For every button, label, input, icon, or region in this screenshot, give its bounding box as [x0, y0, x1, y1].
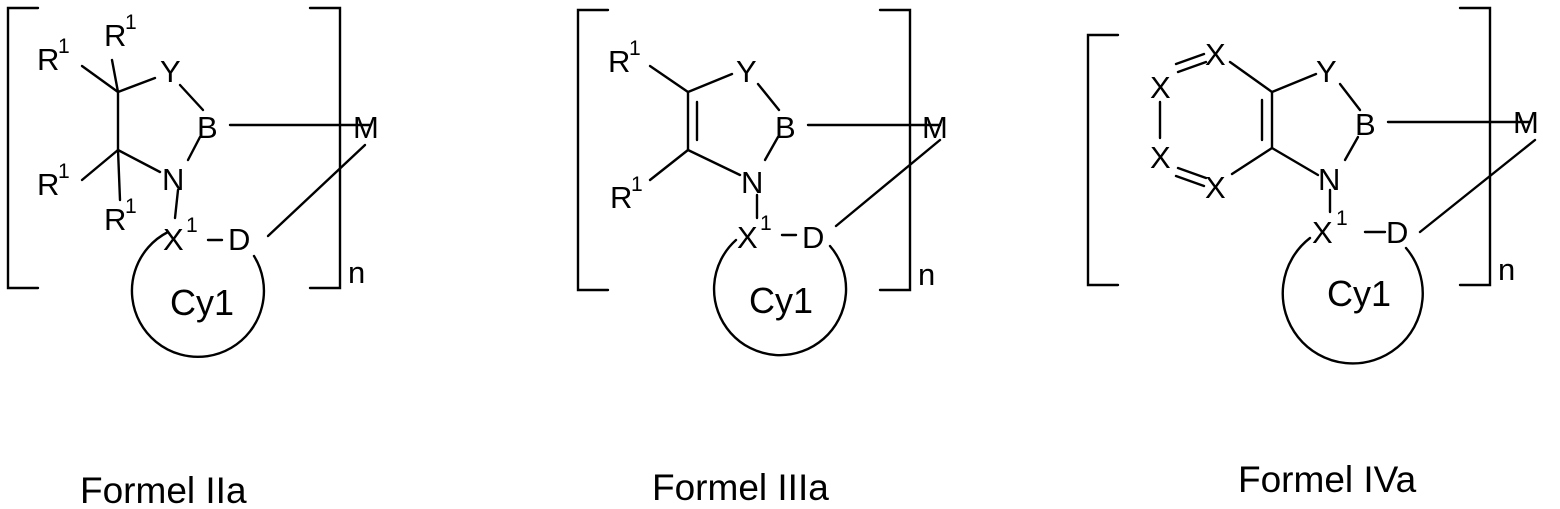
bond — [180, 85, 203, 110]
substituent-sup: 1 — [125, 11, 137, 34]
caption: Formel IVa — [1238, 459, 1417, 500]
substituent-sup: 1 — [125, 195, 137, 218]
atom-n: N — [1318, 162, 1340, 197]
repeat-n: n — [1498, 252, 1515, 287]
substituent-sup: 1 — [58, 35, 70, 58]
atom-m: M — [353, 110, 379, 145]
substituent-sup: 1 — [629, 37, 641, 60]
substituent-r: R — [104, 18, 126, 53]
bond — [836, 140, 940, 226]
atom-d: D — [1386, 215, 1408, 250]
bond — [118, 78, 155, 92]
atom-x-sup: 1 — [760, 212, 772, 235]
formula-iia: Y B N M X 1 D Cy1 n R 1 R 1 R 1 R 1 Form… — [8, 8, 379, 509]
right-bracket — [880, 10, 910, 290]
bond — [650, 66, 688, 92]
bond — [1178, 62, 1206, 72]
atom-n: N — [162, 162, 184, 197]
atom-x-sup: 1 — [1336, 207, 1348, 230]
ring-atom-x: X — [1150, 70, 1171, 105]
bond — [1176, 176, 1204, 186]
ring-label: Cy1 — [1327, 273, 1391, 314]
atom-b: B — [197, 110, 218, 145]
atom-b: B — [775, 110, 796, 145]
bond — [1178, 168, 1206, 178]
bond — [688, 74, 732, 92]
atom-m: M — [1513, 105, 1539, 140]
bond — [1272, 74, 1316, 92]
bond — [118, 150, 120, 200]
right-bracket — [1460, 8, 1490, 285]
substituent-sup: 1 — [58, 160, 70, 183]
bond — [1420, 140, 1535, 232]
atom-x: X — [737, 220, 758, 255]
caption: Formel IIa — [80, 470, 247, 509]
bond — [82, 150, 118, 180]
ring-atom-x: X — [1150, 140, 1171, 175]
ring-atom-x: X — [1205, 170, 1226, 205]
left-bracket — [8, 8, 38, 288]
atom-y: Y — [736, 54, 757, 89]
repeat-n: n — [348, 255, 365, 290]
caption: Formel IIIa — [652, 467, 829, 508]
bond — [1272, 148, 1318, 175]
atom-d: D — [228, 222, 250, 257]
atom-x: X — [163, 222, 184, 257]
atom-b: B — [1355, 107, 1376, 142]
bond — [118, 150, 160, 172]
bond — [688, 150, 740, 175]
bond — [82, 66, 118, 92]
substituent-r: R — [608, 44, 630, 79]
right-bracket — [310, 8, 340, 288]
ring-label: Cy1 — [170, 282, 234, 323]
atom-m: M — [922, 110, 948, 145]
bond — [650, 150, 688, 180]
substituent-sup: 1 — [631, 173, 643, 196]
formula-iva: Y B N M X 1 D Cy1 n X X X X Formel IVa — [1088, 8, 1539, 500]
ring-atom-x: X — [1205, 37, 1226, 72]
bond — [1176, 54, 1204, 64]
formula-iiia: Y B N M X 1 D Cy1 n R 1 R 1 Formel IIIa — [578, 10, 948, 508]
repeat-n: n — [918, 257, 935, 292]
substituent-r: R — [37, 42, 59, 77]
bond — [1230, 62, 1272, 92]
left-bracket — [578, 10, 608, 290]
atom-y: Y — [160, 54, 181, 89]
ring-label: Cy1 — [749, 280, 813, 321]
bond — [758, 84, 779, 110]
atom-x-sup: 1 — [186, 214, 198, 237]
atom-x: X — [1312, 215, 1333, 250]
left-bracket — [1088, 35, 1118, 285]
atom-d: D — [802, 220, 824, 255]
substituent-r: R — [37, 167, 59, 202]
atom-y: Y — [1316, 54, 1337, 89]
bond — [1232, 148, 1272, 174]
substituent-r: R — [104, 202, 126, 237]
bond — [268, 145, 365, 236]
atom-n: N — [741, 165, 763, 200]
substituent-r: R — [610, 180, 632, 215]
